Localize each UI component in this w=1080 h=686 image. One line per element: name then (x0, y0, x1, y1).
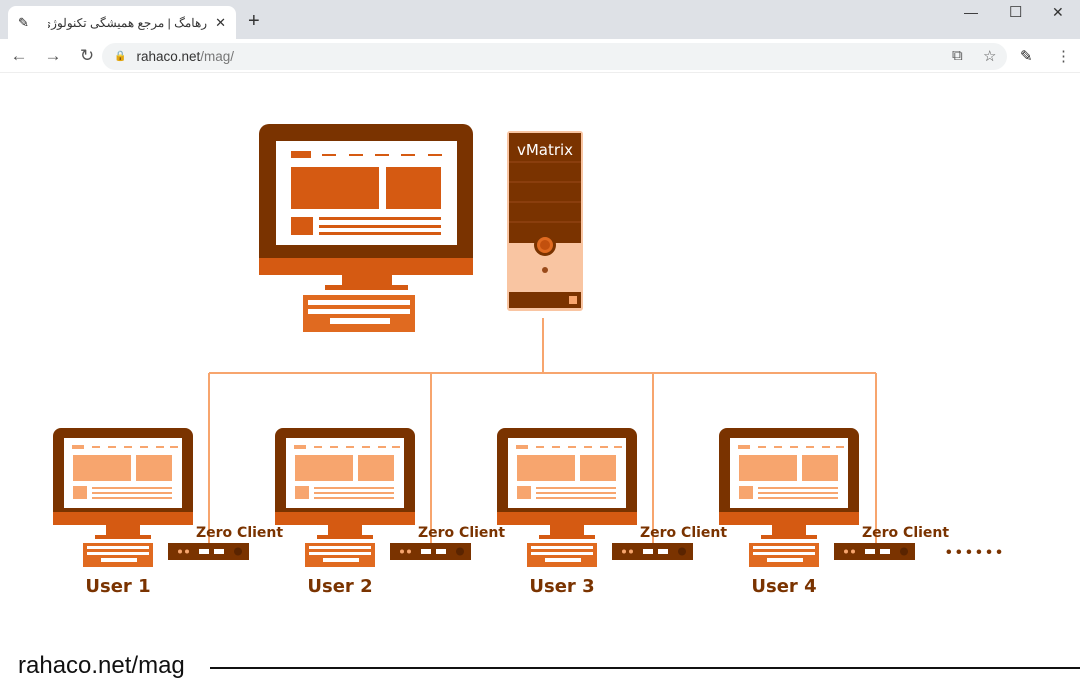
reload-icon[interactable]: ↻ (79, 45, 95, 65)
user-label: User 1 (85, 576, 150, 597)
extension-icon[interactable]: ✎ (1020, 48, 1033, 65)
minimize-icon[interactable]: — (964, 4, 978, 20)
user-station-2: Zero Client User 2 (275, 428, 505, 597)
lock-icon: 🔒 (114, 51, 127, 62)
vmatrix-server: vMatrix (507, 131, 583, 311)
zero-client-device (390, 543, 471, 560)
zero-client-label: Zero Client (196, 525, 283, 541)
close-window-icon[interactable]: ✕ (1052, 4, 1064, 20)
tab-title: رهامگ | مرجع همیشگی تکنولوژی | (48, 15, 208, 30)
tab-bar: ✎ رهامگ | مرجع همیشگی تکنولوژی | ✕ + — ☐… (0, 0, 1080, 39)
user-station-1: Zero Client User 1 (53, 428, 283, 597)
close-tab-icon[interactable]: ✕ (215, 14, 226, 30)
url-path: /mag/ (200, 49, 235, 64)
watermark: rahaco.net/mag (18, 652, 185, 679)
back-icon[interactable]: ← (10, 45, 28, 65)
bookmark-star-icon[interactable]: ☆ (983, 48, 997, 65)
zero-client-device (834, 543, 915, 560)
network-diagram: vMatrix Zero Client User 1 Zero Client U… (53, 124, 1002, 597)
more-users-ellipsis: • • • • • • (946, 544, 1002, 561)
user-label: User 3 (529, 576, 594, 597)
forward-icon[interactable]: → (44, 45, 62, 65)
address-bar[interactable]: 🔒 rahaco.net/mag/ (102, 43, 1007, 70)
new-tab-button[interactable]: + (248, 10, 260, 32)
tab-active[interactable]: ✎ رهامگ | مرجع همیشگی تکنولوژی | ✕ (8, 6, 236, 39)
zero-client-label: Zero Client (640, 525, 727, 541)
user-label: User 2 (307, 576, 372, 597)
host-monitor (259, 124, 473, 332)
url-host: rahaco.net (136, 49, 201, 64)
site-favicon-icon: ✎ (18, 14, 29, 30)
maximize-icon[interactable]: ☐ (1009, 4, 1023, 21)
network-lines (208, 318, 877, 545)
zero-client-device (612, 543, 693, 560)
zero-client-device (168, 543, 249, 560)
menu-icon[interactable]: ⋮ (1056, 48, 1071, 65)
user-label: User 4 (751, 576, 816, 597)
user-station-4: Zero Client User 4 (719, 428, 949, 597)
user-station-3: Zero Client User 3 (497, 428, 727, 597)
server-label: vMatrix (517, 141, 573, 159)
translate-icon[interactable]: ⧉ (952, 47, 963, 64)
zero-client-label: Zero Client (862, 525, 949, 541)
footer-divider (210, 667, 1080, 669)
zero-client-label: Zero Client (418, 525, 505, 541)
